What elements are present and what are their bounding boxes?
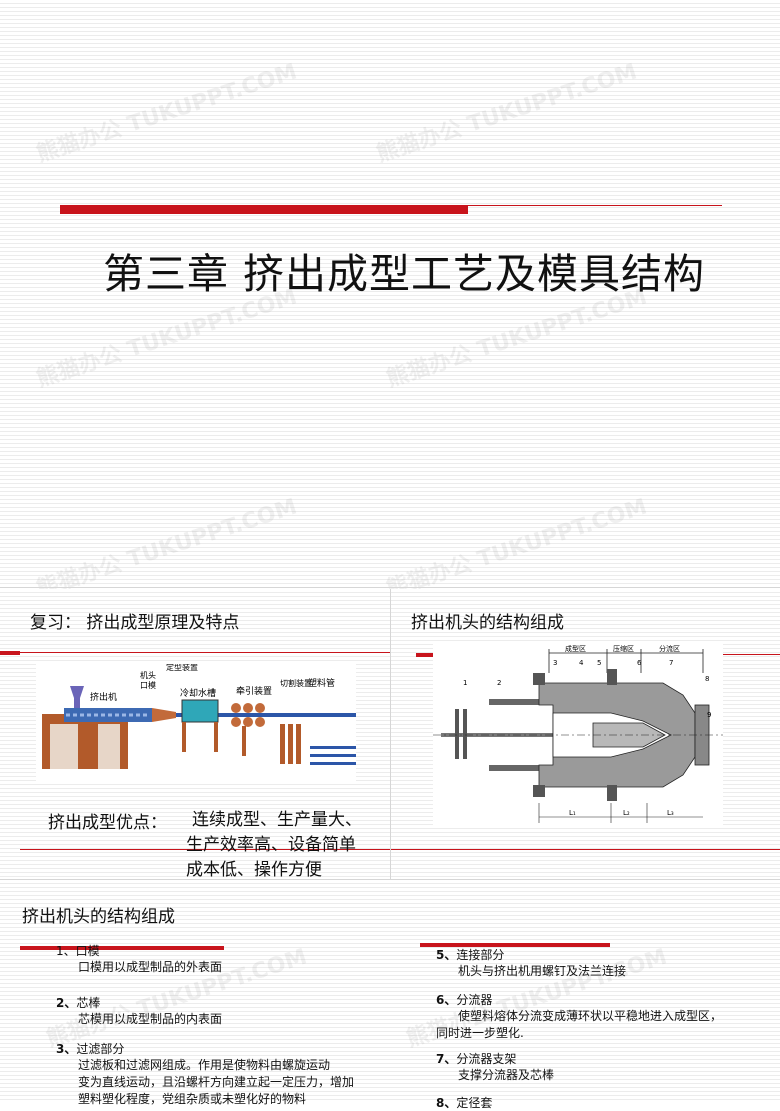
accent-mark: [416, 653, 436, 657]
item-body-line: 过滤板和过滤网组成。作用是使物料由螺旋运动: [78, 1058, 331, 1072]
part-4: 4: [579, 659, 584, 667]
item-body-line: 使塑料熔体分流变成薄环状以平稳地进入成型区，: [458, 1009, 723, 1023]
zone-forming: 成型区: [565, 644, 586, 653]
item-number: 3、: [56, 1042, 77, 1056]
label-cutter: 切割装置: [280, 678, 312, 688]
label-cooling: 冷却水槽: [180, 687, 216, 699]
slide-divider: [0, 879, 780, 880]
extrusion-line-diagram: 挤出机 机头 口模 定型装置 冷却水槽 牵引装置 切割装置 塑料管: [36, 664, 356, 784]
item-body-line: 变为直线运动，且沿螺杆方向建立起一定压力，增加: [78, 1075, 355, 1089]
item-number: 5、: [436, 948, 457, 962]
item-body: 芯模用以成型制品的内表面: [78, 1012, 223, 1026]
item-number: 7、: [436, 1052, 457, 1066]
slide-divider: [0, 587, 780, 588]
die-head-title: 挤出机头的结构组成: [411, 613, 564, 633]
item-heading: 口模: [75, 944, 100, 958]
item-heading: 连接部分: [456, 948, 505, 962]
component-item: 3、过滤部分 过滤板和过滤网组成。作用是使物料由螺旋运动 变为直线运动，且沿螺杆…: [56, 1040, 354, 1108]
advantages-text: 连续成型、生产量大、 生产效率高、设备简单 成本低、操作方便: [186, 808, 362, 883]
part-5: 5: [597, 659, 601, 667]
item-heading: 分流器: [456, 993, 493, 1007]
label-pipe: 塑料管: [308, 677, 335, 689]
slide-divider: [390, 589, 391, 879]
accent-line-bottom: [20, 849, 390, 850]
review-title: 复习： 挤出成型原理及特点: [30, 613, 240, 633]
label-haul-off: 牵引装置: [236, 685, 272, 697]
review-slide: 复习： 挤出成型原理及特点: [0, 589, 390, 880]
part-6: 6: [637, 659, 642, 667]
zone-distribution: 分流区: [659, 644, 680, 653]
components-slide: 挤出机头的结构组成 1、口模 口模用以成型制品的外表面 2、芯棒 芯模用以成型制…: [0, 880, 780, 1110]
accent-mark: [0, 651, 20, 655]
zone-compression: 压缩区: [613, 644, 634, 653]
component-item: 8、定径套: [436, 1094, 492, 1111]
label-head: 机头: [140, 670, 156, 680]
advantages-line: 生产效率高、设备简单: [186, 835, 356, 855]
item-body: 支撑分流器及芯棒: [458, 1068, 555, 1082]
part-1: 1: [463, 679, 467, 687]
title-accent-line: [468, 205, 722, 206]
item-number: 8、: [436, 1096, 457, 1110]
chapter-title: 第三章 挤出成型工艺及模具结构: [103, 250, 706, 298]
part-7: 7: [669, 659, 673, 667]
label-extruder: 挤出机: [90, 691, 117, 703]
title-slide: 熊猫办公 TUKUPPT.COM 熊猫办公 TUKUPPT.COM 熊猫办公 T…: [0, 0, 780, 602]
item-body-line: 同时进一步塑化.: [436, 1026, 524, 1040]
dim-L3: L₃: [667, 809, 674, 817]
accent-line-bottom: [391, 849, 780, 850]
advantages-line: 连续成型、生产量大、: [192, 810, 362, 830]
item-heading: 过滤部分: [76, 1042, 125, 1056]
watermark: 熊猫办公 TUKUPPT.COM: [373, 59, 641, 168]
advantages-line: 成本低、操作方便: [186, 860, 322, 880]
part-8: 8: [705, 675, 709, 683]
label-die: 口模: [140, 680, 156, 690]
item-body: 口模用以成型制品的外表面: [78, 960, 223, 974]
item-number: 2、: [56, 996, 77, 1010]
advantages-label: 挤出成型优点：: [48, 813, 167, 833]
item-number: 6、: [436, 993, 457, 1007]
accent-bar-right: [420, 943, 610, 947]
part-9: 9: [707, 711, 711, 719]
accent-line: [20, 652, 390, 653]
component-item: 7、分流器支架 支撑分流器及芯棒: [436, 1050, 554, 1084]
die-head-slide: 挤出机头的结构组成 成型区 压缩区 分流区: [391, 589, 780, 879]
part-2: 2: [497, 679, 501, 687]
item-body-line: 塑料塑化程度，党组杂质或未塑化好的物料: [78, 1092, 307, 1106]
item-heading: 分流器支架: [456, 1052, 517, 1066]
dim-L2: L₂: [623, 809, 630, 817]
item-heading: 定径套: [456, 1096, 493, 1110]
component-item: 1、口模 口模用以成型制品的外表面: [56, 942, 222, 976]
watermark: 熊猫办公 TUKUPPT.COM: [33, 59, 301, 168]
component-item: 2、芯棒 芯模用以成型制品的内表面: [56, 994, 222, 1028]
item-heading: 芯棒: [76, 996, 101, 1010]
dim-L1: L₁: [569, 809, 576, 817]
accent-bar-left: [20, 946, 224, 950]
components-title: 挤出机头的结构组成: [22, 907, 175, 927]
part-3: 3: [553, 659, 557, 667]
component-item: 5、连接部分 机头与挤出机用螺钉及法兰连接: [436, 946, 626, 980]
item-body: 机头与挤出机用螺钉及法兰连接: [458, 964, 627, 978]
die-head-cross-section: 成型区 压缩区 分流区 L₁ L₂ L₃ 1 2 3 4 5: [433, 643, 723, 828]
item-number: 1、: [56, 944, 76, 958]
label-sizing: 定型装置: [166, 664, 198, 672]
title-accent-bar: [60, 205, 468, 214]
component-item: 6、分流器 使塑料熔体分流变成薄环状以平稳地进入成型区， 同时进一步塑化.: [436, 991, 722, 1042]
